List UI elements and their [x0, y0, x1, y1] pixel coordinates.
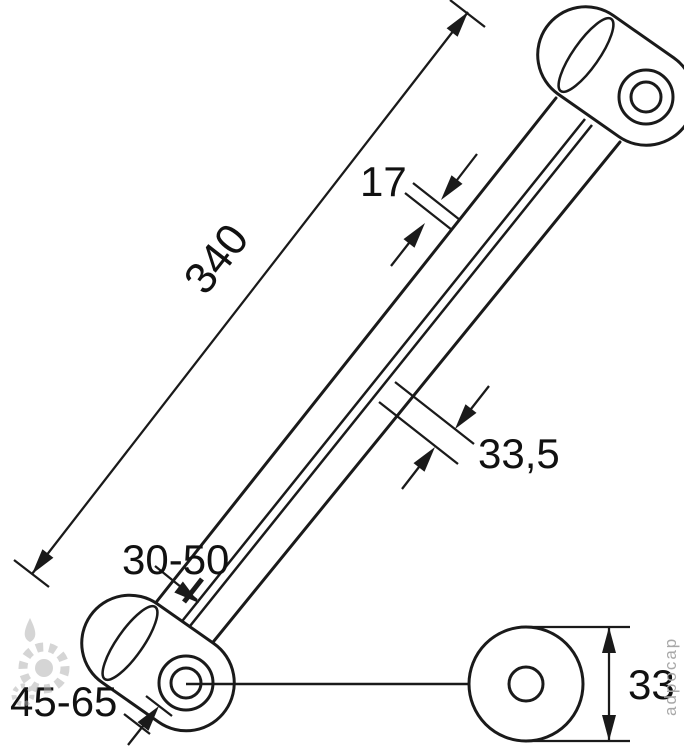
arrowhead-upper: [455, 404, 477, 429]
watermark-droplet-icon: [24, 618, 36, 642]
watermark-text: adpocap: [661, 637, 680, 716]
measure-tick-a: [394, 381, 475, 445]
bottom-bushing: [80, 593, 236, 733]
extension-tick-top: [449, 0, 486, 28]
arrow-tail-lower: [401, 466, 420, 490]
dim-bushing-diameter: 33: [528, 625, 675, 743]
top-bushing-hole: [629, 80, 663, 114]
arrow-tail: [127, 725, 144, 746]
dim-rib-width: 17: [360, 153, 478, 267]
arrow-tail-upper: [470, 385, 490, 410]
measure-tick-b: [404, 192, 453, 231]
top-bushing: [536, 5, 684, 147]
bottom-bushing-far-opening: [101, 604, 159, 682]
detail-hole-circle: [507, 665, 545, 703]
dim-bushing-diameter-label: 33: [628, 661, 675, 708]
dimension-line: [31, 11, 469, 575]
arrowhead: [174, 581, 199, 603]
arrowhead-top: [446, 12, 468, 37]
arrow-tail-lower: [390, 242, 410, 267]
dim-overall-length-label: 340: [175, 215, 259, 303]
body-rib-line-1: [174, 118, 586, 631]
dim-overall-length: 340: [13, 0, 486, 588]
measure-tick-a: [123, 713, 151, 735]
arrow-tail-upper: [456, 153, 478, 181]
arrowhead-top: [602, 627, 616, 653]
watermark-gear-hub-icon: [35, 659, 53, 677]
watermark-logo: [11, 618, 70, 707]
top-bushing-far-opening: [557, 16, 615, 94]
detail-view: [467, 625, 585, 743]
watermark-small-gear-icon: [11, 683, 35, 707]
arrowhead-bottom: [32, 549, 54, 574]
body-left-edge: [148, 96, 558, 612]
body-rib-line-2: [181, 124, 593, 637]
arrowhead-bottom: [602, 715, 616, 741]
extension-tick-bottom: [13, 559, 50, 588]
clamp-mark: [182, 577, 204, 604]
arrowhead: [137, 706, 159, 731]
dim-adjust-range-small: 30-50: [122, 536, 229, 604]
measure-tick-b: [378, 401, 459, 465]
dim-rib-width-label: 17: [360, 158, 407, 205]
dim-body-width: 33,5: [378, 381, 560, 490]
arrowhead-upper: [441, 175, 463, 200]
arrowhead-lower: [403, 223, 425, 248]
arrowhead-lower: [413, 447, 435, 472]
dim-adjust-range-small-label: 30-50: [122, 536, 229, 583]
dim-body-width-label: 33,5: [478, 430, 560, 477]
watermark-gear-icon: [18, 642, 70, 694]
measure-tick-a: [412, 182, 461, 221]
